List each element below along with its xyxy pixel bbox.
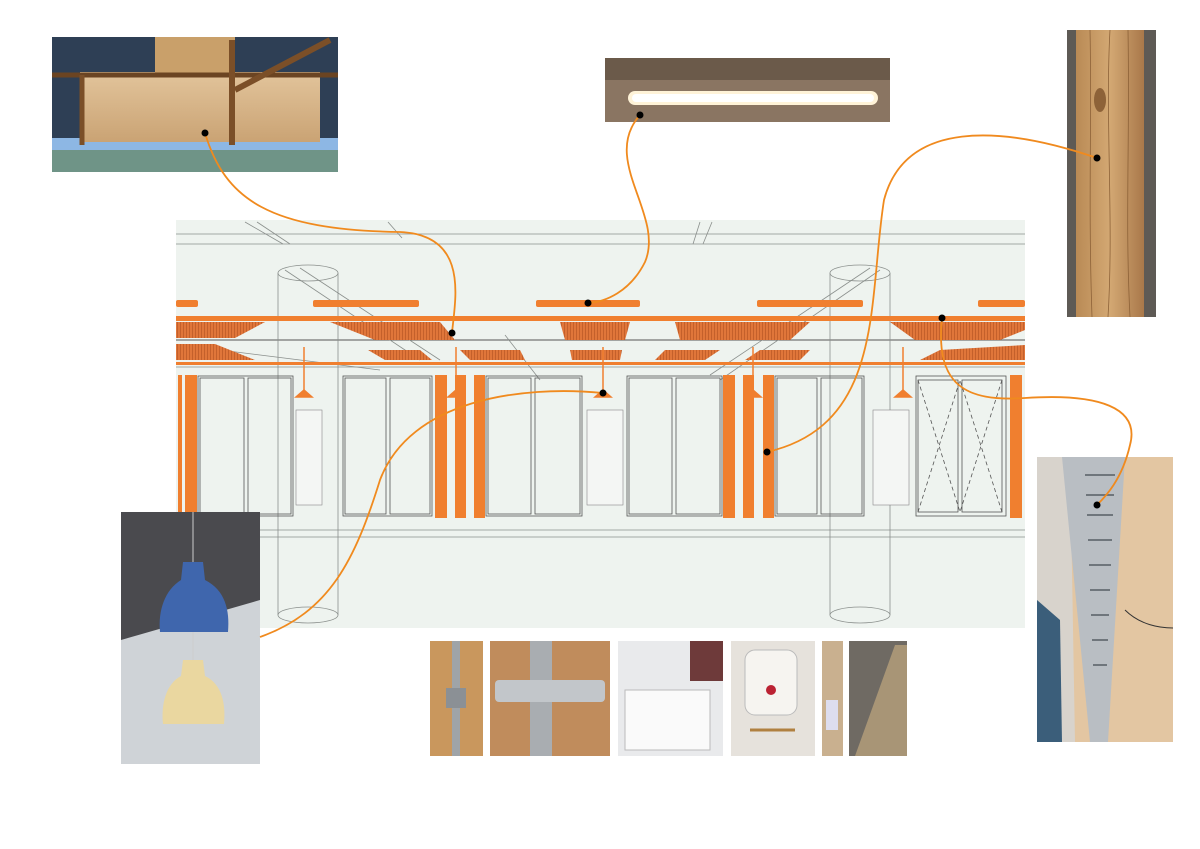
fluorescent-tube-light-photo xyxy=(605,58,890,122)
acoustic-panels xyxy=(176,322,1025,360)
timber-post-photo xyxy=(1067,29,1156,318)
water-heater-photo xyxy=(731,641,815,756)
wood-bench-photo xyxy=(849,641,907,756)
section-drawing xyxy=(176,220,1025,628)
wall-strip-photo xyxy=(822,641,843,756)
columns xyxy=(178,375,1022,518)
marker-dots xyxy=(201,111,1101,509)
pendant-lamps-photo xyxy=(121,512,260,764)
radiators xyxy=(295,409,910,506)
sink-photo xyxy=(618,641,723,756)
electrical-box-photo xyxy=(430,641,483,756)
leader-line-cable-tray xyxy=(940,317,1133,506)
timber-canopy-ceiling-photo xyxy=(52,37,338,172)
pipe-clamp-photo xyxy=(490,641,610,756)
leader-lines xyxy=(204,114,1133,638)
cable-tray-photo xyxy=(1037,457,1174,742)
leader-line-pendant xyxy=(259,390,604,638)
leader-line-post xyxy=(766,134,1098,453)
leader-line-tube-light xyxy=(587,114,650,304)
leader-line-canopy xyxy=(204,132,457,334)
bottom-photo-strip xyxy=(430,641,907,756)
ceiling-beams xyxy=(176,300,1025,365)
structure-lines xyxy=(176,221,1025,624)
